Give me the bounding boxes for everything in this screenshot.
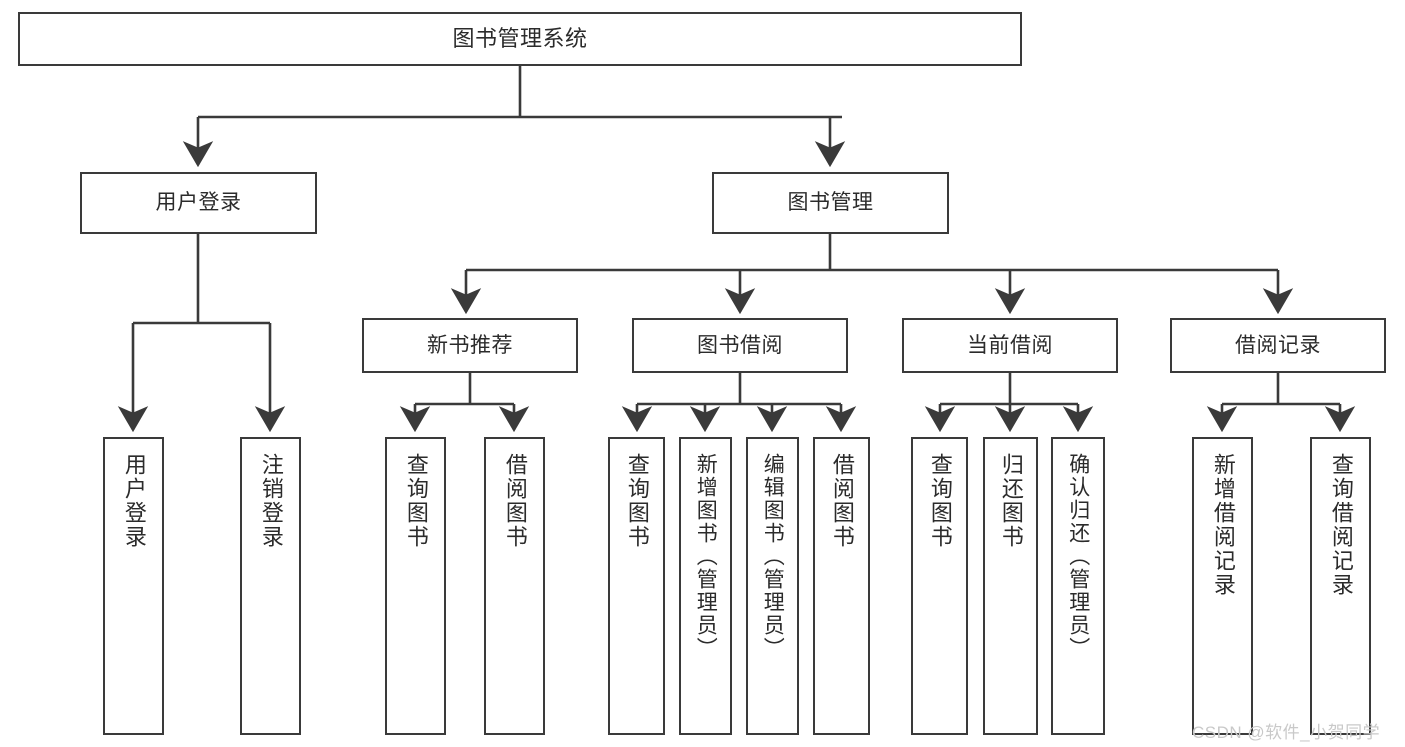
leaf-current-borrow-confirm-return-admin[interactable]: 确认归还（管理员）: [1051, 437, 1105, 735]
node-label: 借阅图书: [502, 453, 528, 549]
node-label: 注销登录: [258, 453, 284, 549]
node-label: 新增图书（管理员）: [694, 453, 718, 660]
node-label: 图书管理系统: [452, 25, 588, 51]
leaf-borrow-record-add-record[interactable]: 新增借阅记录: [1192, 437, 1253, 735]
node-label: 查询借阅记录: [1328, 453, 1354, 597]
node-label: 用户登录: [155, 191, 242, 215]
leaf-book-borrow-query-book[interactable]: 查询图书: [608, 437, 665, 735]
node-book-management[interactable]: 图书管理: [712, 172, 949, 234]
leaf-new-book-borrow-book[interactable]: 借阅图书: [484, 437, 545, 735]
leaf-user-login-logout[interactable]: 注销登录: [240, 437, 301, 735]
leaf-user-login-login[interactable]: 用户登录: [103, 437, 164, 735]
node-label: 借阅记录: [1235, 333, 1321, 357]
node-user-login[interactable]: 用户登录: [80, 172, 317, 234]
leaf-current-borrow-return-book[interactable]: 归还图书: [983, 437, 1038, 735]
leaf-book-borrow-add-book-admin[interactable]: 新增图书（管理员）: [679, 437, 732, 735]
leaf-new-book-query-book[interactable]: 查询图书: [385, 437, 446, 735]
node-label: 用户登录: [121, 453, 147, 549]
node-current-borrowing[interactable]: 当前借阅: [902, 318, 1118, 373]
leaf-borrow-record-query-record[interactable]: 查询借阅记录: [1310, 437, 1371, 735]
node-label: 确认归还（管理员）: [1066, 453, 1090, 660]
node-label: 新书推荐: [427, 333, 513, 357]
node-label: 图书管理: [787, 191, 874, 215]
node-new-book-recommendation[interactable]: 新书推荐: [362, 318, 578, 373]
node-label: 查询图书: [624, 453, 650, 549]
node-label: 查询图书: [403, 453, 429, 549]
node-book-borrowing[interactable]: 图书借阅: [632, 318, 848, 373]
node-label: 图书借阅: [697, 333, 783, 357]
leaf-current-borrow-query-book[interactable]: 查询图书: [911, 437, 968, 735]
csdn-watermark: CSDN @软件_小贺同学: [1192, 718, 1380, 743]
node-label: 查询图书: [927, 453, 953, 549]
node-label: 编辑图书（管理员）: [761, 453, 785, 660]
node-label: 借阅图书: [829, 453, 855, 549]
leaf-book-borrow-borrow-book[interactable]: 借阅图书: [813, 437, 870, 735]
node-borrow-record[interactable]: 借阅记录: [1170, 318, 1386, 373]
node-label: 当前借阅: [967, 333, 1053, 357]
node-label: 新增借阅记录: [1210, 453, 1236, 597]
node-label: 归还图书: [998, 453, 1024, 549]
leaf-book-borrow-edit-book-admin[interactable]: 编辑图书（管理员）: [746, 437, 799, 735]
node-root-book-management-system[interactable]: 图书管理系统: [18, 12, 1022, 66]
watermark-text: CSDN @软件_小贺同学: [1192, 723, 1381, 742]
